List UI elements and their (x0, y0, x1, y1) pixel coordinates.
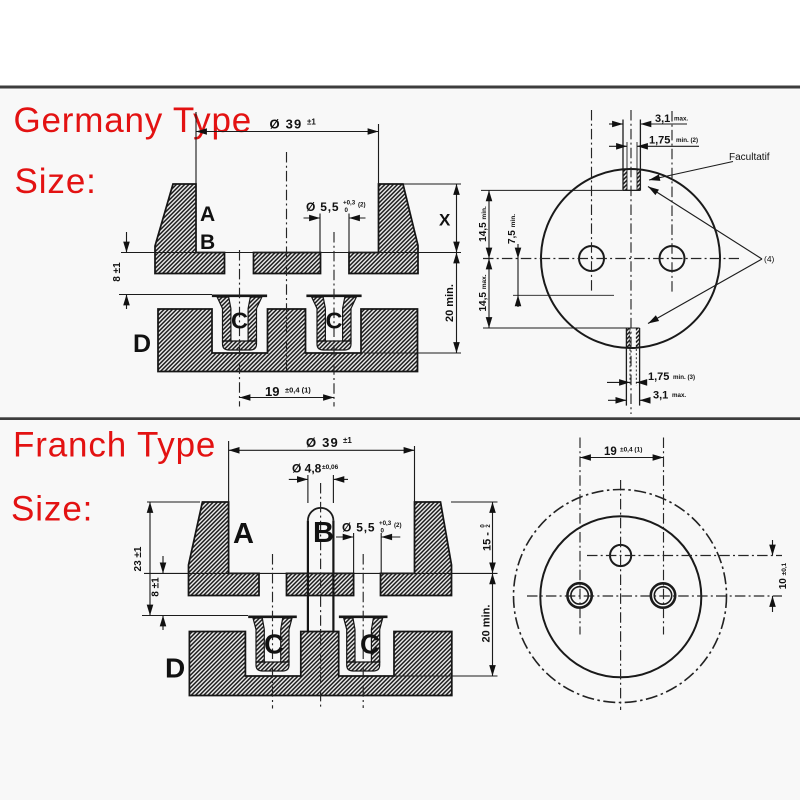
svg-text:max.: max. (672, 392, 686, 399)
svg-text:Germany Type: Germany Type (14, 101, 253, 140)
svg-text:0: 0 (481, 524, 487, 528)
svg-text:1,75: 1,75 (648, 371, 669, 383)
svg-text:3,1: 3,1 (653, 390, 668, 402)
svg-text:Ø 5,5: Ø 5,5 (306, 200, 339, 214)
svg-text:C: C (231, 308, 248, 334)
svg-text:1,75: 1,75 (649, 135, 670, 147)
svg-text:Ø 5,5: Ø 5,5 (342, 521, 375, 535)
svg-text:±0,4 (1): ±0,4 (1) (285, 386, 311, 395)
svg-text:14,5 max.: 14,5 max. (478, 274, 489, 311)
svg-text:C: C (360, 629, 380, 660)
svg-text:Facultatif: Facultatif (729, 152, 770, 163)
svg-text:B: B (200, 231, 215, 254)
svg-text:(2): (2) (394, 522, 402, 529)
svg-text:3,1: 3,1 (655, 113, 670, 125)
svg-text:±1: ±1 (307, 118, 316, 127)
svg-text:C: C (326, 308, 343, 334)
svg-text:7,5 min.: 7,5 min. (507, 214, 518, 244)
svg-text:Ø 39: Ø 39 (270, 117, 303, 132)
svg-text:B: B (313, 517, 334, 549)
svg-text:8 ±1: 8 ±1 (112, 262, 123, 282)
svg-text:D: D (133, 330, 151, 358)
svg-text:Ø 39: Ø 39 (306, 435, 339, 450)
svg-text:20 min.: 20 min. (444, 284, 456, 322)
svg-text:min. (3): min. (3) (673, 374, 695, 381)
svg-text:±0,06: ±0,06 (322, 464, 339, 471)
svg-text:X: X (439, 211, 451, 230)
svg-text:A: A (233, 518, 254, 550)
svg-text:10 ±0,1: 10 ±0,1 (778, 562, 789, 589)
svg-text:(2): (2) (358, 202, 366, 209)
svg-text:D: D (165, 653, 185, 684)
svg-text:0: 0 (381, 528, 385, 535)
svg-text:23 ±1: 23 ±1 (133, 546, 144, 571)
svg-text:2: 2 (486, 524, 492, 528)
svg-text:Ø 4,8: Ø 4,8 (292, 462, 322, 476)
svg-text:Size:: Size: (11, 490, 93, 529)
svg-text:+0,3: +0,3 (343, 200, 356, 207)
svg-text:8 ±1: 8 ±1 (151, 577, 162, 597)
svg-text:±0,4 (1): ±0,4 (1) (620, 447, 642, 454)
svg-text:min. (2): min. (2) (676, 137, 698, 144)
svg-text:15 -: 15 - (482, 532, 494, 551)
svg-text:±1: ±1 (343, 436, 352, 445)
svg-text:20 min.: 20 min. (481, 605, 493, 643)
svg-text:19: 19 (604, 446, 617, 458)
svg-text:14,5 min.: 14,5 min. (478, 206, 489, 242)
svg-text:Franch Type: Franch Type (13, 426, 216, 465)
svg-text:A: A (200, 203, 215, 226)
svg-text:19: 19 (265, 384, 279, 399)
svg-text:(4): (4) (764, 254, 775, 264)
svg-text:max.: max. (674, 116, 688, 123)
svg-text:0: 0 (345, 207, 349, 214)
svg-text:Size:: Size: (15, 162, 97, 201)
svg-text:C: C (264, 629, 284, 660)
svg-text:+0,3: +0,3 (379, 520, 392, 527)
